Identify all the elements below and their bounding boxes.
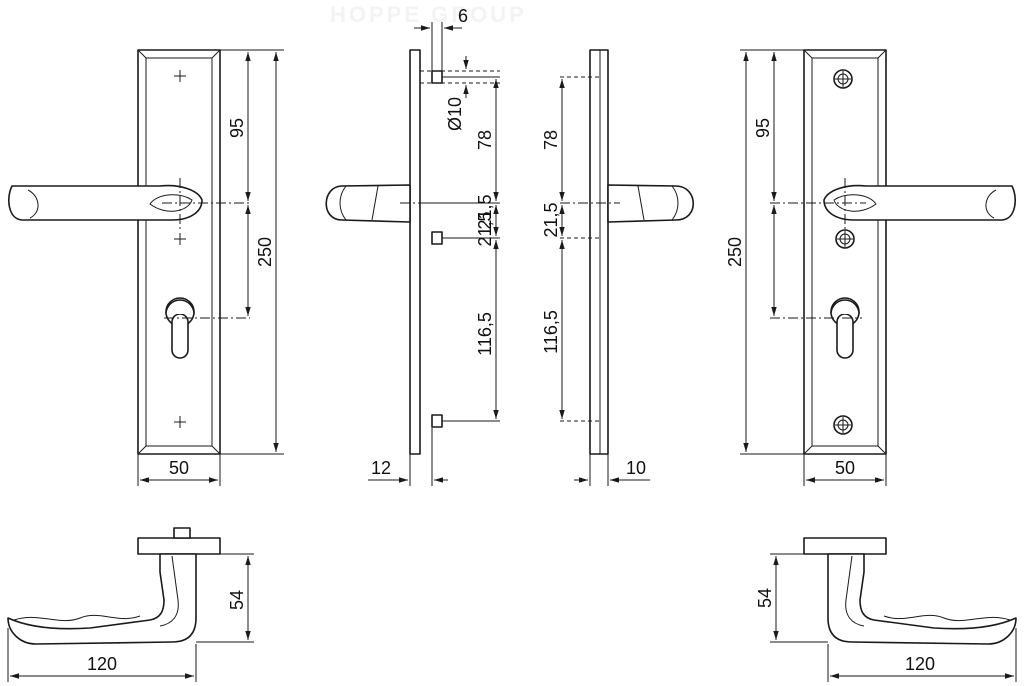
side-view-left: 6 Ø10 78 21,5 21,5 116,5 12 — [325, 6, 500, 486]
dim-side-left-116-5: 116,5 — [475, 312, 495, 356]
dim-side-right-78: 78 — [541, 130, 561, 150]
top-view-left: 54 120 — [7, 527, 254, 682]
dim-bottom-right-54: 54 — [755, 588, 775, 608]
dim-side-right-10: 10 — [626, 458, 646, 478]
side-view-right: 78 21,5 116,5 10 — [541, 49, 694, 486]
dim-side-left-12: 12 — [371, 458, 391, 478]
screw-boss-icon — [833, 415, 853, 435]
front-view-right: 95 250 50 — [725, 49, 1016, 486]
dim-bottom-left-54: 54 — [227, 590, 247, 610]
screw-boss-icon — [835, 229, 855, 249]
dim-front-left-95: 95 — [227, 118, 247, 138]
lever-right — [823, 184, 1016, 221]
dim-side-left-dia10: Ø10 — [445, 97, 465, 131]
lever-profile-left — [7, 553, 197, 645]
lever-side-left — [325, 184, 411, 223]
dim-side-right-21-5: 21,5 — [541, 202, 561, 237]
screw-boss-icon — [833, 69, 853, 89]
dim-side-left-78: 78 — [475, 130, 495, 150]
dim-front-right-50: 50 — [835, 458, 855, 478]
dim-side-left-21-5b: 21,5 — [475, 211, 495, 246]
lever-side-right — [607, 184, 694, 223]
dim-bottom-right-120: 120 — [905, 654, 935, 674]
dim-front-right-250: 250 — [725, 237, 745, 267]
dim-side-left-6: 6 — [458, 6, 468, 26]
dim-front-left-50: 50 — [169, 458, 189, 478]
dim-front-left-250: 250 — [255, 237, 275, 267]
keyhole-right — [830, 297, 860, 359]
dim-side-right-116-5: 116,5 — [541, 310, 561, 354]
dim-side-left-21-5a: 21,5 — [475, 194, 495, 229]
top-view-right: 54 120 — [755, 537, 1017, 682]
dim-bottom-left-120: 120 — [87, 654, 117, 674]
dim-front-right-95: 95 — [753, 118, 773, 138]
front-view-left: 95 250 50 — [8, 49, 284, 486]
lever-left — [8, 184, 203, 221]
keyhole-left — [165, 297, 195, 359]
watermark: HOPPE GROUP — [330, 2, 527, 27]
lever-profile-right — [827, 553, 1017, 645]
